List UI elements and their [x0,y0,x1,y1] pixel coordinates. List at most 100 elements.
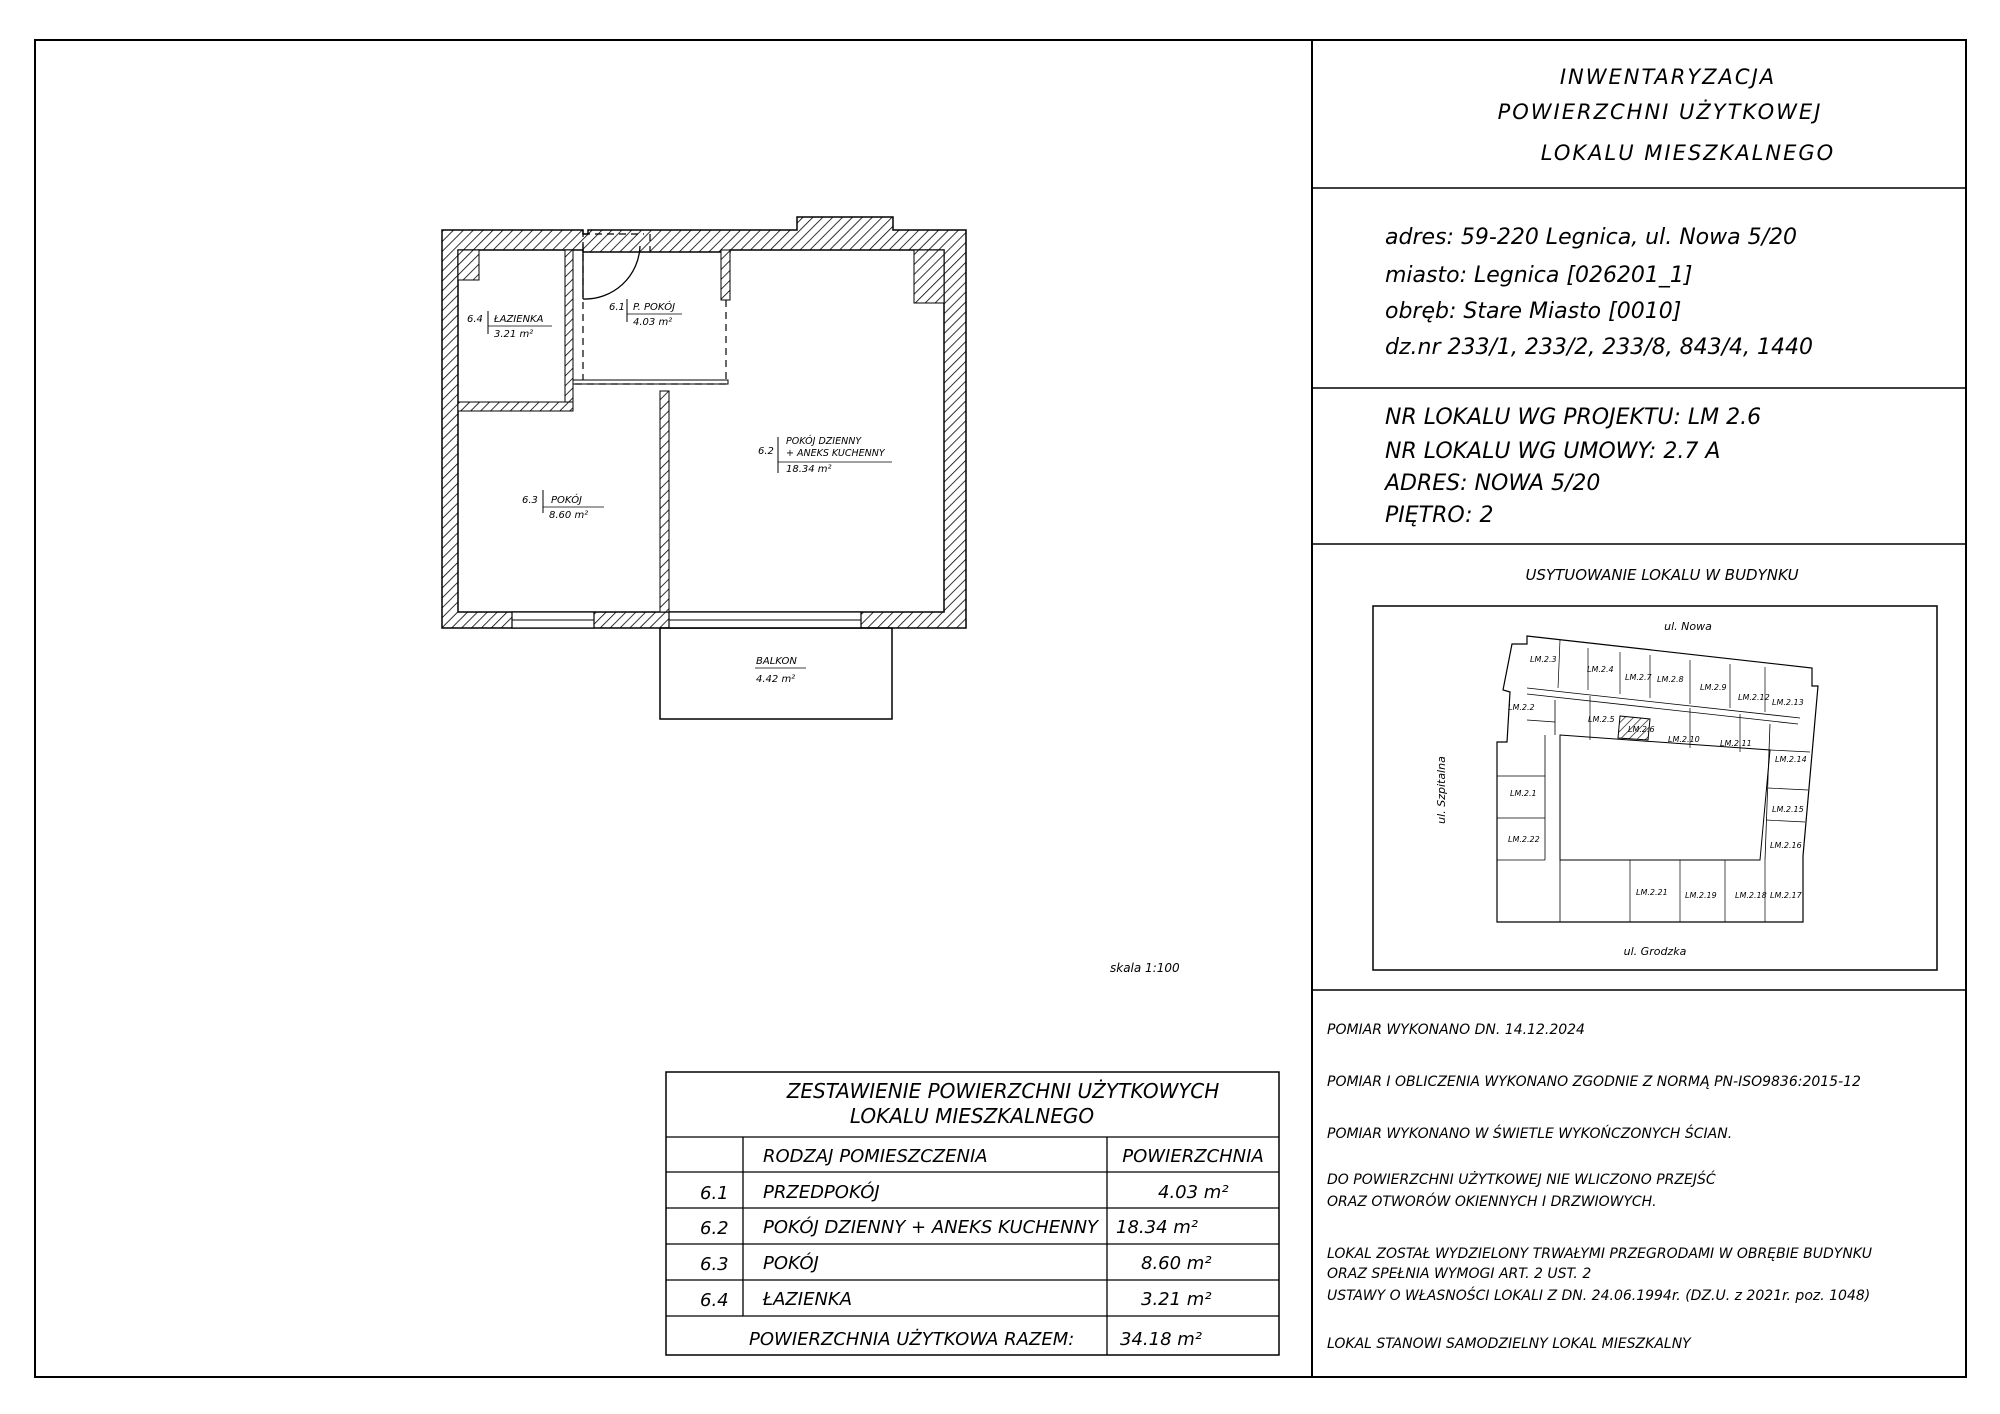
room-label-balcony: BALKON 4.42 m² [755,656,806,685]
street-nowa: ul. Nowa [1664,620,1712,633]
table-row-nr: 6.4 [700,1290,729,1311]
note-legal-3: USTAWY O WŁASNOŚCI LOKALI Z DN. 24.06.19… [1327,1286,1870,1304]
unit-label: LM.2.1 [1510,789,1537,798]
unit-label: LM.2.15 [1772,805,1804,814]
unit-label: LM.2.14 [1775,755,1807,764]
unit-project-number: NR LOKALU WG PROJEKTU: LM 2.6 [1385,405,1761,430]
unit-label: LM.2.6 [1628,725,1655,734]
unit-label: LM.2.8 [1657,675,1684,684]
floor-plan: 6.4 ŁAZIENKA 3.21 m² 6.1 P. POKÓJ 4.03 m… [441,216,1180,975]
unit-label: LM.2.18 [1735,891,1767,900]
room-name: P. POKÓJ [633,300,675,313]
note-excluded-2: ORAZ OTWORÓW OKIENNYCH I DRZWIOWYCH. [1327,1192,1657,1210]
unit-address: ADRES: NOWA 5/20 [1383,471,1600,496]
partition-room-living [659,390,670,613]
unit-label: LM.2.10 [1668,735,1700,744]
city-line: miasto: Legnica [026201_1] [1385,263,1693,288]
room-name: POKÓJ [551,493,582,506]
table-row-nr: 6.3 [700,1254,729,1275]
room-name: POKÓJ DZIENNY [786,435,862,447]
scale-label: skala 1:100 [1110,961,1180,975]
table-header-area: POWIERZCHNIA [1122,1146,1264,1167]
room-area: 8.60 m² [549,510,588,521]
door-swing [582,244,641,300]
unit-label: LM.2.19 [1685,891,1717,900]
room-label-bathroom: 6.4 ŁAZIENKA 3.21 m² [467,311,552,340]
note-date: POMIAR WYKONANO DN. 14.12.2024 [1327,1022,1585,1038]
unit-label: LM.2.3 [1530,655,1557,664]
location-title: USYTUOWANIE LOKALU W BUDYNKU [1525,566,1798,584]
table-title-1: ZESTAWIENIE POWIERZCHNI UŻYTKOWYCH [786,1079,1220,1103]
address-line: adres: 59-220 Legnica, ul. Nowa 5/20 [1385,225,1797,250]
title-block: INWENTARYZACJA POWIERZCHNI UŻYTKOWEJ LOK… [1312,65,1966,1352]
note-independent: LOKAL STANOWI SAMODZIELNY LOKAL MIESZKAL… [1327,1336,1692,1352]
room-label-living-room: 6.2 POKÓJ DZIENNY + ANEKS KUCHENNY 18.34… [758,435,892,475]
room-number: 6.1 [609,302,625,313]
partition-bath-room [457,401,574,412]
room-label-hallway: 6.1 P. POKÓJ 4.03 m² [609,299,682,328]
room-number: 6.3 [522,495,538,506]
unit-label: LM.2.9 [1700,683,1727,692]
site-plan-frame [1372,605,1938,971]
area-table: ZESTAWIENIE POWIERZCHNI UŻYTKOWYCH LOKAL… [665,1071,1280,1356]
note-walls: POMIAR WYKONANO W ŚWIETLE WYKOŃCZONYCH Ś… [1327,1124,1732,1142]
room-number: 6.4 [467,314,483,325]
balcony [659,627,893,720]
building-courtyard [1559,734,1771,861]
table-row-area: 3.21 m² [1141,1289,1212,1310]
partition-bath-hall [564,249,574,411]
table-total-label: POWIERZCHNIA UŻYTKOWA RAZEM: [749,1329,1074,1350]
unit-label: LM.2.13 [1772,698,1804,707]
table-header-type: RODZAJ POMIESZCZENIA [763,1146,988,1167]
title-line-2: POWIERZCHNI UŻYTKOWEJ [1498,99,1823,124]
unit-label: LM.2.17 [1770,891,1803,900]
parcels-line: dz.nr 233/1, 233/2, 233/8, 843/4, 1440 [1385,335,1813,360]
partition-hall-living [720,249,731,301]
table-row-name: POKÓJ [763,1252,819,1274]
table-row-area: 8.60 m² [1141,1253,1212,1274]
room-name: ŁAZIENKA [493,314,544,325]
room-label-room: 6.3 POKÓJ 8.60 m² [522,490,604,521]
unit-floor: PIĘTRO: 2 [1385,503,1494,528]
room-area: 3.21 m² [494,329,533,340]
room-name: + ANEKS KUCHENNY [786,448,886,459]
table-row-area: 18.34 m² [1116,1217,1198,1238]
room-area: 18.34 m² [786,464,832,475]
outer-walls [441,216,967,629]
unit-label: LM.2.7 [1625,673,1653,682]
street-szpitalna: ul. Szpitalna [1435,756,1448,824]
street-grodzka: ul. Grodzka [1624,945,1687,958]
note-norm: POMIAR I OBLICZENIA WYKONANO ZGODNIE Z N… [1327,1074,1861,1090]
highlighted-unit [1617,715,1651,741]
unit-label: LM.2.5 [1588,715,1615,724]
table-row-area: 4.03 m² [1158,1182,1229,1203]
table-row-name: PRZEDPOKÓJ [763,1181,880,1203]
unit-label: LM.2.4 [1587,665,1614,674]
table-total-value: 34.18 m² [1120,1329,1202,1350]
room-area: 4.03 m² [633,317,672,328]
unit-contract-number: NR LOKALU WG UMOWY: 2.7 A [1385,439,1720,464]
room-area: 4.42 m² [756,674,795,685]
table-row-name: POKÓJ DZIENNY + ANEKS KUCHENNY [763,1216,1100,1238]
note-excluded-1: DO POWIERZCHNI UŻYTKOWEJ NIE WLICZONO PR… [1327,1170,1716,1188]
note-legal-1: LOKAL ZOSTAŁ WYDZIELONY TRWAŁYMI PRZEGRO… [1327,1246,1872,1262]
site-plan: ul. Nowa ul. Grodzka ul. Szpitalna [1372,605,1938,971]
sheet-frame [34,39,1967,1378]
district-line: obręb: Stare Miasto [0010] [1385,299,1681,324]
note-legal-2: ORAZ SPEŁNIA WYMOGI ART. 2 UST. 2 [1327,1266,1591,1282]
unit-label: LM.2.12 [1738,693,1770,702]
unit-label: LM.2.11 [1720,739,1752,748]
unit-label: LM.2.22 [1508,835,1540,844]
unit-label: LM.2.2 [1508,703,1535,712]
table-row-name: ŁAZIENKA [762,1289,852,1310]
room-number: 6.2 [758,446,774,457]
unit-label: LM.2.16 [1770,841,1802,850]
unit-label: LM.2.21 [1636,888,1668,897]
title-line-1: INWENTARYZACJA [1560,65,1776,89]
building-outline [1496,635,1819,923]
title-line-3: LOKALU MIESZKALNEGO [1541,141,1835,165]
room-name: BALKON [756,656,797,667]
table-title-2: LOKALU MIESZKALNEGO [850,1104,1094,1128]
table-row-nr: 6.1 [700,1183,729,1204]
